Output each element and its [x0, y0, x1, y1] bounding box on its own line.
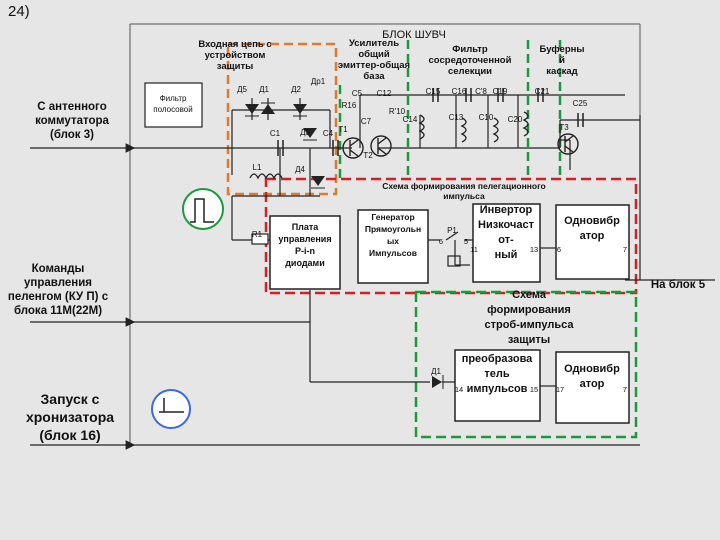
- component-label-23: С10: [479, 113, 494, 122]
- component-label-6: L1: [253, 163, 262, 172]
- pin-label-3: 13: [530, 245, 538, 254]
- component-label-8: Т1: [338, 125, 348, 134]
- oneshot-2-block: [555, 351, 630, 424]
- diode-d4: [311, 176, 325, 189]
- capacitor-c19: [497, 88, 504, 102]
- component-label-3: С1: [270, 129, 281, 138]
- block-title: БЛОК ШУВЧ: [382, 29, 446, 41]
- filter-coil-4: [522, 111, 529, 137]
- pin-label-0: 6: [439, 237, 443, 246]
- component-label-5: С4: [323, 129, 334, 138]
- pin-label-5: 7: [623, 245, 627, 254]
- pulse-waveform-icon: [182, 188, 224, 230]
- pin-label-9: 7: [623, 385, 627, 394]
- component-label-7: Д4: [295, 165, 305, 174]
- component-label-0: Д5: [237, 85, 247, 94]
- filter-coil-1: [418, 114, 425, 140]
- pin-label-8: 17: [556, 385, 564, 394]
- component-label-18: С19: [493, 87, 508, 96]
- diode-d5: [245, 104, 259, 117]
- component-label-15: С15: [426, 87, 441, 96]
- component-label-19: С21: [535, 87, 550, 96]
- filter-coil-2: [460, 117, 467, 143]
- component-label-14: R'10: [389, 107, 406, 116]
- component-label-13: С7: [361, 117, 372, 126]
- pin-label-6: 14: [455, 385, 463, 394]
- component-label-27: R1: [252, 230, 263, 239]
- input-circuit-group: [226, 42, 338, 196]
- capacitor-c25: [577, 113, 584, 127]
- component-label-22: С13: [449, 113, 464, 122]
- rect-pulse-generator-block: [357, 209, 429, 284]
- pin-control-board-block: [269, 215, 341, 290]
- resistor-r1: [251, 233, 269, 245]
- pin-label-7: 15: [530, 385, 538, 394]
- component-label-2: Д2: [291, 85, 301, 94]
- filter-coil-3: [492, 117, 499, 143]
- transistor-t1: [342, 137, 364, 159]
- pin-label-2: 11: [470, 245, 478, 254]
- component-label-25: Т3: [559, 123, 569, 132]
- component-label-21: С14: [403, 115, 418, 124]
- inductor-l1: [249, 173, 283, 180]
- pin-label-4: 6: [557, 245, 561, 254]
- capacitor-c4: [332, 140, 339, 156]
- diode-d3: [303, 128, 317, 141]
- component-label-28: Д1: [431, 367, 441, 376]
- component-label-29: Р1: [447, 226, 457, 235]
- lf-inverter-block: [472, 203, 541, 283]
- pin-label-1: 5: [464, 237, 468, 246]
- transistor-t2: [370, 135, 392, 157]
- oneshot-1-block: [555, 204, 630, 280]
- launch-waveform-icon: [151, 389, 191, 429]
- component-label-9: Т2: [363, 151, 373, 160]
- component-label-10: С5: [352, 89, 363, 98]
- component-label-11: С12: [377, 89, 392, 98]
- diode-d1-strobe: [432, 375, 444, 389]
- component-label-26: Др1: [311, 77, 326, 86]
- component-label-12: R16: [342, 101, 357, 110]
- strobe-pulse-group: [414, 290, 638, 439]
- component-label-16: С16: [452, 87, 467, 96]
- capacitor-c16: [465, 88, 472, 102]
- label-to-block5: На блок 5: [651, 279, 706, 291]
- bandpass-filter-block: [144, 82, 203, 128]
- transistor-t3: [557, 133, 579, 155]
- relay-p1: [445, 231, 461, 267]
- diode-d2: [293, 104, 307, 117]
- slide-number: 24): [8, 3, 30, 20]
- capacitor-c15: [432, 88, 439, 102]
- pulse-converter-block: [454, 349, 541, 422]
- component-label-24: С20: [508, 115, 523, 124]
- component-label-17: С'8: [475, 87, 487, 96]
- component-label-1: Д1: [259, 85, 269, 94]
- capacitor-c21: [537, 88, 544, 102]
- component-label-4: Д3: [300, 128, 310, 137]
- component-label-20: С25: [573, 99, 588, 108]
- diode-d1: [261, 102, 275, 114]
- capacitor-c1: [277, 140, 284, 156]
